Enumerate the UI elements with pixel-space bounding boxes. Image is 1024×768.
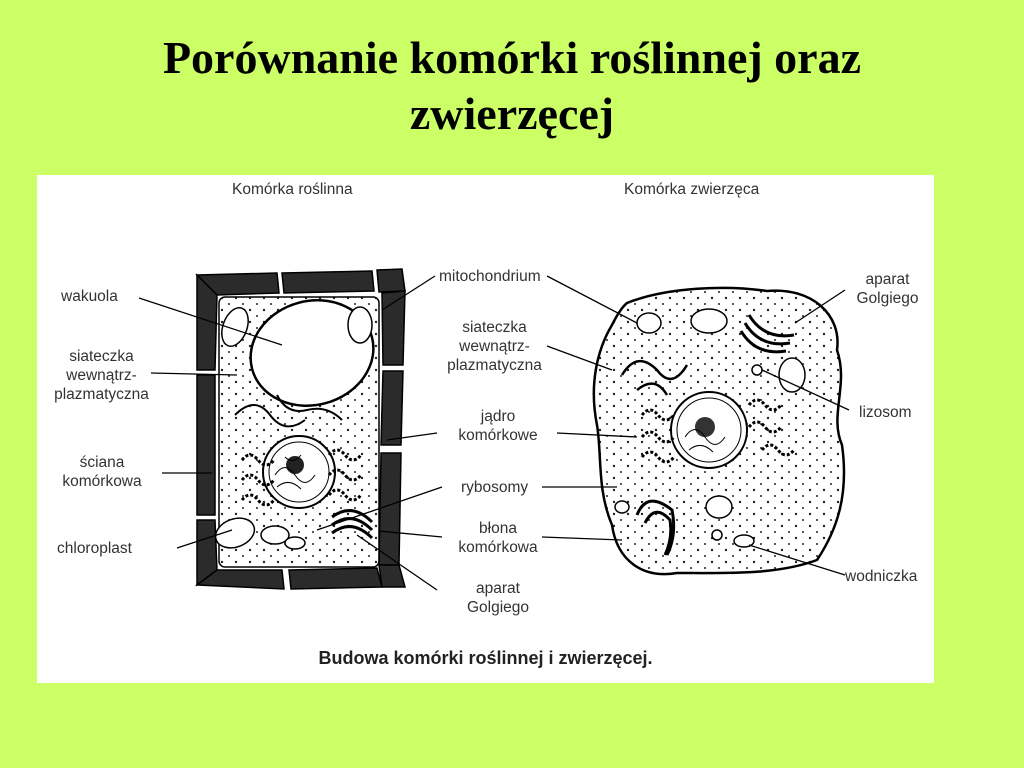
label-cell-wall: ściana komórkowa — [62, 454, 142, 490]
label-chloroplast: chloroplast — [57, 540, 132, 557]
plant-cell-heading: Komórka roślinna — [232, 181, 353, 198]
cell-diagram-drawing — [138, 268, 850, 591]
animal-nucleus — [670, 391, 748, 469]
plant-vacuole — [249, 299, 375, 407]
slide-title-line-2: zwierzęcej — [409, 88, 615, 139]
label-mitochondrium: mitochondrium — [439, 268, 541, 285]
cell-comparison-figure: Komórka roślinna Komórka zwierzęca wakuo… — [37, 175, 934, 683]
figure-caption: Budowa komórki roślinnej i zwierzęcej. — [318, 648, 653, 668]
animal-cell-heading: Komórka zwierzęca — [624, 181, 760, 198]
label-nucleus: jądro komórkowe — [458, 408, 538, 444]
label-lizosom: lizosom — [859, 404, 912, 421]
animal-cell — [592, 286, 846, 576]
label-plant-er: siateczka wewnątrz- plazmatyczna — [54, 348, 149, 403]
label-rybosomy: rybosomy — [461, 479, 529, 496]
animal-lysosome — [751, 364, 763, 376]
plant-smooth-er — [234, 394, 343, 428]
animal-golgi-apparatus — [739, 314, 795, 354]
plant-cell-wall — [194, 268, 406, 590]
plant-cell — [194, 268, 406, 590]
plant-mitochondrion — [284, 536, 306, 550]
label-shared-er: siateczka wewnątrz- plazmatyczna — [447, 319, 542, 374]
label-golgi-animal: aparat Golgiego — [856, 271, 919, 307]
label-cell-membrane: błona komórkowa — [458, 520, 538, 556]
slide-title: Porównanie komórki roślinnej oraz zwierz… — [0, 30, 1024, 142]
label-wakuola: wakuola — [61, 288, 118, 305]
plant-golgi — [331, 509, 374, 540]
plant-chloroplasts — [214, 306, 373, 549]
animal-golgi-lower — [635, 499, 676, 556]
label-leader-lines — [138, 275, 850, 591]
animal-vacuole — [733, 534, 755, 548]
slide-title-line-1: Porównanie komórki roślinnej oraz — [162, 32, 862, 83]
label-golgi-plant: aparat Golgiego — [466, 580, 530, 616]
animal-mitochondria — [614, 308, 806, 519]
plant-nucleus — [262, 435, 336, 509]
label-wodniczka: wodniczka — [845, 568, 918, 585]
animal-smooth-er — [620, 360, 689, 396]
